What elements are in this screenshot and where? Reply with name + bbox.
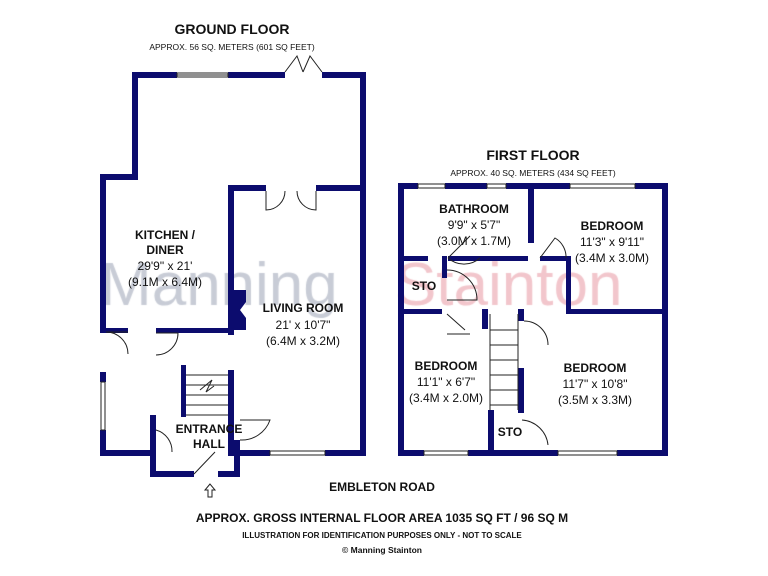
room-bathroom-metric: (3.0M x 1.7M) xyxy=(437,234,511,248)
room-bedroom1-imperial: 11'3" x 9'11" xyxy=(580,235,644,249)
room-bedroom3-metric: (3.5M x 3.3M) xyxy=(558,393,632,407)
disclaimer: ILLUSTRATION FOR IDENTIFICATION PURPOSES… xyxy=(242,531,522,540)
room-bedroom2-name: BEDROOM xyxy=(415,359,478,373)
room-bedroom3-imperial: 11'7" x 10'8" xyxy=(563,377,628,391)
room-sto1-name: STO xyxy=(412,279,436,293)
room-bedroom3-name: BEDROOM xyxy=(564,361,627,375)
room-living-name: LIVING ROOM xyxy=(263,301,344,315)
gross-area: APPROX. GROSS INTERNAL FLOOR AREA 1035 S… xyxy=(196,511,568,525)
room-entrance-name2: HALL xyxy=(193,437,225,451)
room-bathroom-imperial: 9'9" x 5'7" xyxy=(448,218,500,232)
ground-floor-area: APPROX. 56 SQ. METERS (601 SQ FEET) xyxy=(149,42,314,52)
first-floor-fixtures xyxy=(417,183,636,456)
first-floor-walls xyxy=(398,183,668,456)
copyright: © Manning Stainton xyxy=(342,545,422,555)
first-floor-area: APPROX. 40 SQ. METERS (434 SQ FEET) xyxy=(450,168,615,178)
ground-floor-title: GROUND FLOOR xyxy=(174,21,289,37)
room-kitchen-name: KITCHEN / xyxy=(135,228,196,242)
room-sto2-name: STO xyxy=(498,425,522,439)
room-bedroom1-metric: (3.4M x 3.0M) xyxy=(575,251,649,265)
first-floor-title: FIRST FLOOR xyxy=(486,147,579,163)
room-living-metric: (6.4M x 3.2M) xyxy=(266,334,340,348)
room-kitchen-imperial: 29'9" x 21' xyxy=(138,259,193,273)
ground-floor-fixtures xyxy=(100,54,326,498)
entrance-arrow-icon xyxy=(203,483,217,498)
ground-floor-walls xyxy=(100,72,366,477)
room-bathroom-name: BATHROOM xyxy=(439,202,509,216)
road-label: EMBLETON ROAD xyxy=(329,480,435,494)
room-bedroom1-name: BEDROOM xyxy=(581,219,644,233)
room-kitchen-metric: (9.1M x 6.4M) xyxy=(128,275,202,289)
room-living-imperial: 21' x 10'7" xyxy=(276,318,331,332)
room-bedroom2-imperial: 11'1" x 6'7" xyxy=(417,375,475,389)
room-entrance-name: ENTRANCE xyxy=(176,422,243,436)
room-kitchen-name2: DINER xyxy=(146,243,184,257)
room-bedroom2-metric: (3.4M x 2.0M) xyxy=(409,391,483,405)
